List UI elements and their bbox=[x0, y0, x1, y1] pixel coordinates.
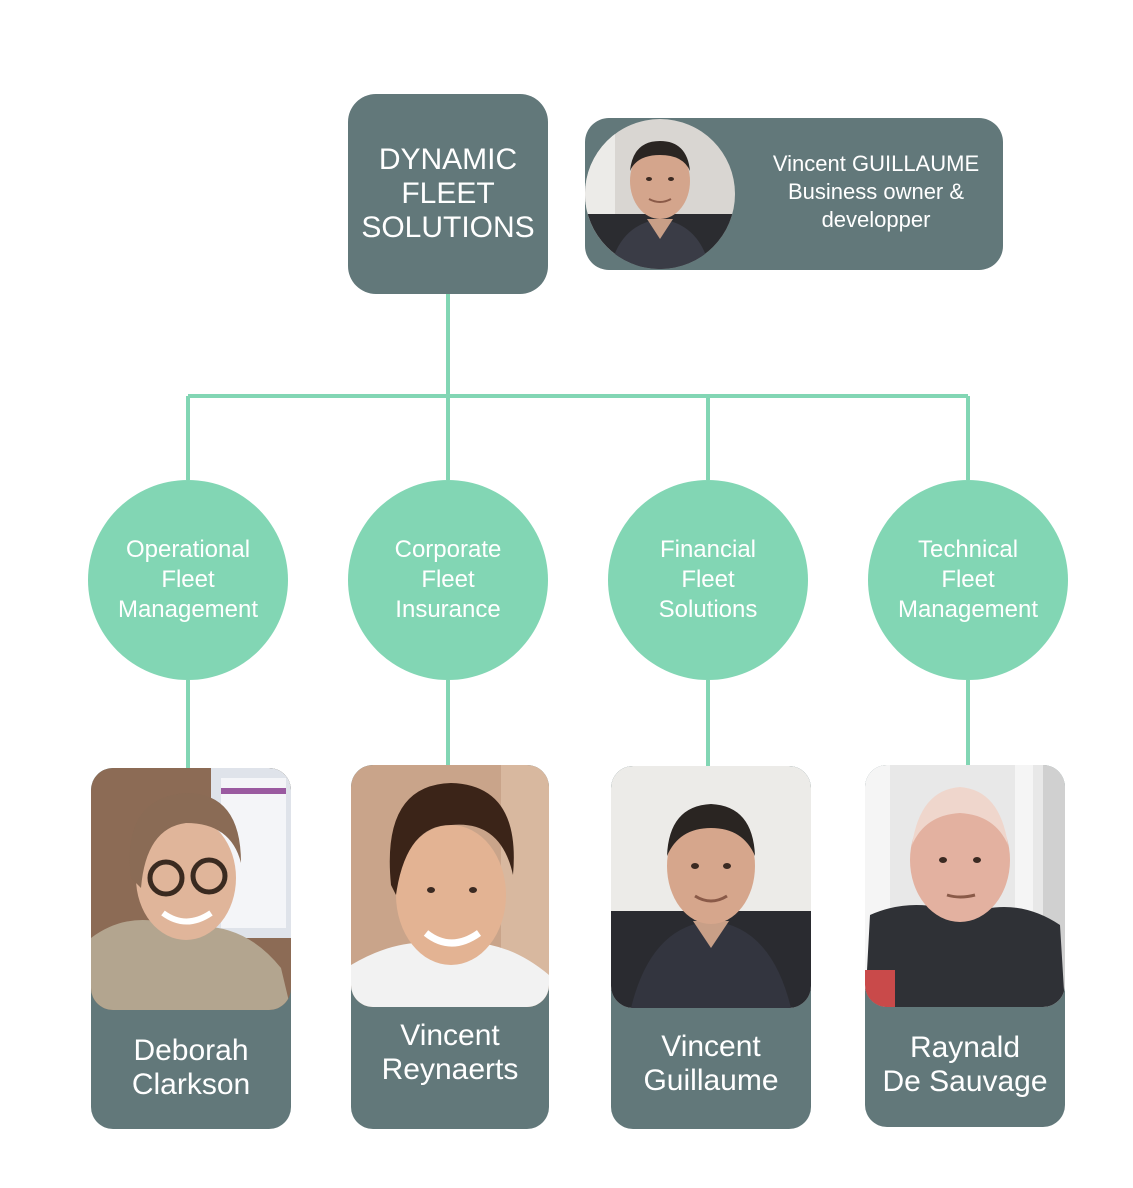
dept-label-line: Fleet bbox=[421, 566, 475, 593]
person-portrait-image bbox=[351, 765, 549, 1007]
dept-label-line: Fleet bbox=[941, 566, 995, 593]
owner-card: Vincent GUILLAUME Business owner & devel… bbox=[585, 118, 1003, 270]
dept-label-line: Fleet bbox=[161, 566, 215, 593]
dept-label-line: Management bbox=[897, 596, 1039, 623]
person-card-deborah-clarkson: Deborah Clarkson bbox=[91, 768, 291, 1129]
dept-label: Technical Fleet Management bbox=[878, 535, 1058, 625]
dept-label-line: Financial bbox=[659, 536, 757, 563]
person-name-line: Deborah bbox=[133, 1034, 249, 1067]
person-photo bbox=[91, 768, 291, 1010]
person-photo bbox=[351, 765, 549, 1007]
person-portrait-image bbox=[865, 765, 1065, 1007]
company-title: DYNAMIC FLEET SOLUTIONS bbox=[353, 143, 543, 245]
dept-label-line: Solutions bbox=[658, 596, 758, 623]
person-name-line: Guillaume bbox=[643, 1064, 779, 1097]
owner-role-line: developper bbox=[821, 207, 931, 232]
owner-role-line: Business owner & bbox=[787, 179, 965, 204]
dept-label-line: Fleet bbox=[681, 566, 735, 593]
person-card-vincent-reynaerts: Vincent Reynaerts bbox=[351, 765, 549, 1129]
dept-label-line: Insurance bbox=[395, 596, 501, 623]
dept-corporate-fleet-insurance: Corporate Fleet Insurance bbox=[348, 480, 548, 680]
person-photo bbox=[865, 765, 1065, 1007]
person-name: Deborah Clarkson bbox=[91, 1034, 291, 1102]
owner-name: Vincent GUILLAUME bbox=[772, 151, 980, 176]
owner-info: Vincent GUILLAUME Business owner & devel… bbox=[745, 150, 1007, 234]
dept-label-line: Management bbox=[117, 596, 259, 623]
person-name-line: Reynaerts bbox=[381, 1053, 519, 1086]
person-card-raynald-de-sauvage: Raynald De Sauvage bbox=[865, 765, 1065, 1127]
person-portrait-image bbox=[91, 768, 291, 1010]
person-name-line: De Sauvage bbox=[882, 1065, 1048, 1098]
company-title-line: FLEET bbox=[401, 177, 495, 210]
company-title-line: SOLUTIONS bbox=[361, 211, 535, 244]
person-name: Vincent Guillaume bbox=[611, 1030, 811, 1098]
dept-label-line: Corporate bbox=[394, 536, 502, 563]
person-name: Vincent Reynaerts bbox=[351, 1019, 549, 1087]
person-name-line: Vincent bbox=[661, 1030, 761, 1063]
dept-financial-fleet-solutions: Financial Fleet Solutions bbox=[608, 480, 808, 680]
person-photo bbox=[611, 766, 811, 1008]
dept-label: Corporate Fleet Insurance bbox=[358, 535, 538, 625]
person-card-vincent-guillaume: Vincent Guillaume bbox=[611, 766, 811, 1129]
company-node: DYNAMIC FLEET SOLUTIONS bbox=[348, 94, 548, 294]
owner-portrait-image bbox=[585, 119, 735, 269]
person-name-line: Raynald bbox=[909, 1031, 1021, 1064]
dept-operational-fleet-management: Operational Fleet Management bbox=[88, 480, 288, 680]
company-title-line: DYNAMIC bbox=[378, 143, 518, 176]
owner-photo bbox=[585, 119, 735, 269]
person-name-line: Vincent bbox=[400, 1019, 500, 1052]
dept-label-line: Technical bbox=[917, 536, 1019, 563]
dept-label-line: Operational bbox=[125, 536, 251, 563]
person-name-line: Clarkson bbox=[131, 1068, 251, 1101]
person-name: Raynald De Sauvage bbox=[865, 1031, 1065, 1099]
person-portrait-image bbox=[611, 766, 811, 1008]
dept-label: Financial Fleet Solutions bbox=[618, 535, 798, 625]
dept-label: Operational Fleet Management bbox=[98, 535, 278, 625]
dept-technical-fleet-management: Technical Fleet Management bbox=[868, 480, 1068, 680]
